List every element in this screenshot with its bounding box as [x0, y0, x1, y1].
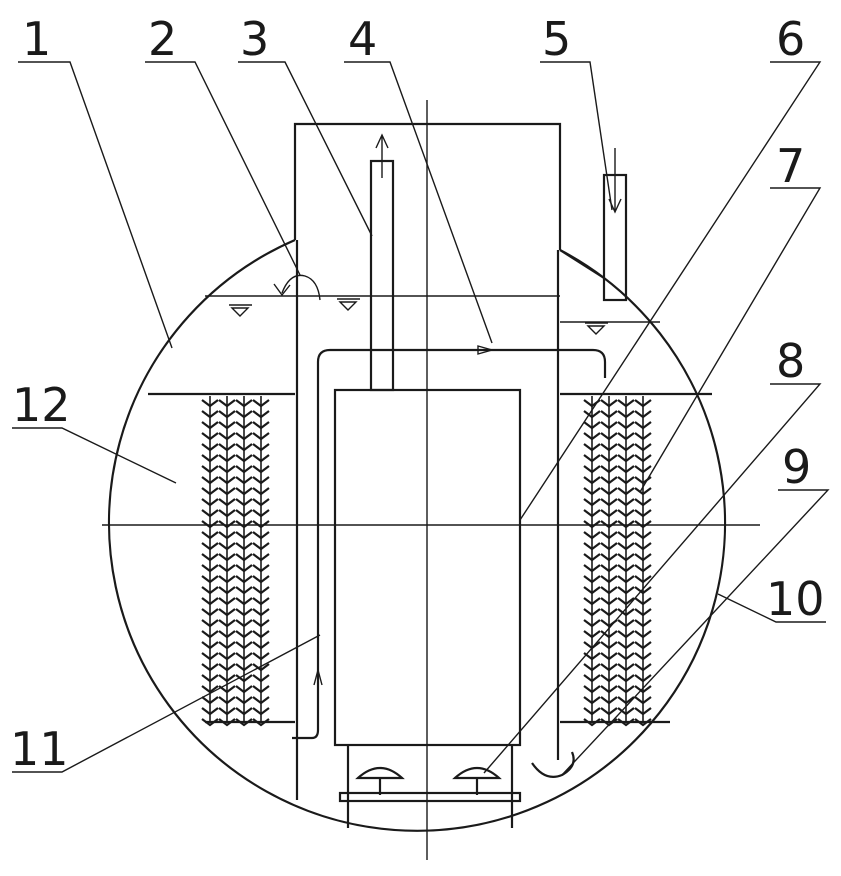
- return-hook-arrow-icon: [531, 751, 575, 778]
- callout-1: 1: [22, 12, 51, 66]
- inner-tank: [333, 388, 522, 747]
- circulation-flow-path: [292, 348, 607, 740]
- left-filler-packing: [201, 396, 270, 727]
- callout-5: 5: [542, 12, 571, 66]
- aerator-support-frame: [338, 745, 522, 828]
- flow-arrow-left-icon: [313, 667, 323, 686]
- callout-7: 7: [776, 139, 805, 193]
- callout-12: 12: [12, 378, 71, 432]
- callout-3: 3: [240, 12, 269, 66]
- outlet-pipe-arrow-icon: [375, 133, 389, 178]
- callout-11: 11: [10, 722, 69, 776]
- flow-arrow-top-icon: [477, 345, 495, 355]
- aerator-left-icon: [355, 766, 405, 795]
- right-filler-packing: [583, 396, 652, 727]
- callout-2: 2: [148, 12, 177, 66]
- vessel-shoulder-right: [559, 249, 605, 279]
- callout-6: 6: [776, 12, 805, 66]
- overflow-arrow-icon: [273, 274, 321, 301]
- vessel-wall: [107, 238, 727, 832]
- callout-9: 9: [782, 440, 811, 494]
- callout-8: 8: [776, 334, 805, 388]
- outlet-pipe: [369, 159, 395, 392]
- callout-10: 10: [766, 572, 825, 626]
- aerator-right-icon: [452, 766, 502, 795]
- callout-4: 4: [348, 12, 377, 66]
- water-level-marks: [229, 298, 608, 335]
- leader-lines: [12, 61, 830, 776]
